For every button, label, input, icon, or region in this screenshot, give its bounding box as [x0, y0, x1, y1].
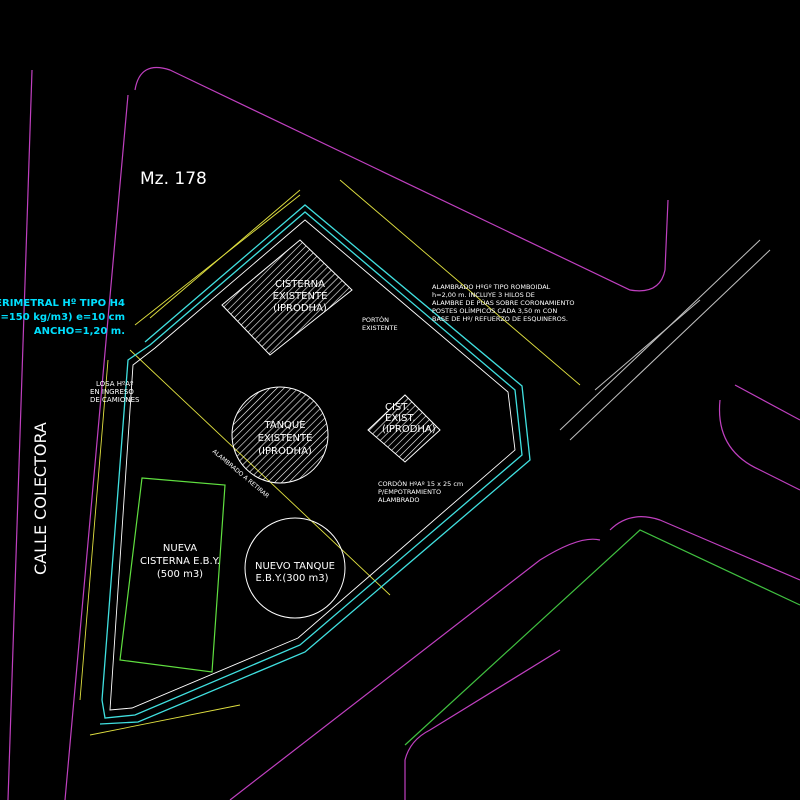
svg-text:EN INGRESO: EN INGRESO	[90, 388, 134, 396]
svg-text:BASE DE Hº/ REFUERZO DE ESQUIN: BASE DE Hº/ REFUERZO DE ESQUINEROS.	[432, 315, 568, 323]
svg-text:LOSA HºAº: LOSA HºAº	[96, 380, 133, 388]
svg-text:ALAMBRADO HºGº TIPO ROMBOIDAL: ALAMBRADO HºGº TIPO ROMBOIDAL	[432, 283, 551, 291]
svg-text:CIST.: CIST.	[385, 402, 409, 413]
svg-text:(IPRODHA): (IPRODHA)	[258, 446, 312, 457]
svg-text:CORDÓN HºAº 15 x 25 cm: CORDÓN HºAº 15 x 25 cm	[378, 479, 463, 488]
svg-text:P/EMPOTRAMIENTO: P/EMPOTRAMIENTO	[378, 488, 441, 496]
porton-note: PORTÓN EXISTENTE	[362, 315, 398, 332]
svg-text:PORTÓN: PORTÓN	[362, 315, 389, 324]
cistern-existing-label: CISTERNA EXISTENTE (IPRODHA)	[273, 279, 328, 314]
block-label: Mz. 178	[140, 169, 207, 189]
svg-text:CISTERNA: CISTERNA	[275, 279, 325, 290]
dimension-lines	[79, 179, 581, 736]
cist-exist-shape	[367, 394, 441, 463]
street-label: CALLE COLECTORA	[31, 422, 50, 575]
svg-text:EXISTENTE: EXISTENTE	[258, 433, 313, 444]
alambrado-note: ALAMBRADO HºGº TIPO ROMBOIDAL h=2,00 m. …	[432, 283, 574, 323]
svg-text:(500 m3): (500 m3)	[157, 569, 203, 580]
svg-text:ALAMBRADO: ALAMBRADO	[378, 496, 420, 504]
new-works	[119, 477, 346, 673]
new-cistern-label: NUEVA CISTERNA E.B.Y. (500 m3)	[140, 543, 220, 580]
fence	[109, 219, 516, 711]
cordon-note: CORDÓN HºAº 15 x 25 cm P/EMPOTRAMIENTO A…	[378, 479, 463, 504]
svg-text:(IPRODHA): (IPRODHA)	[382, 424, 436, 435]
lot-outline	[99, 204, 531, 725]
cistern-existing-shape	[221, 239, 353, 356]
svg-text:E.B.Y.(300 m3): E.B.Y.(300 m3)	[256, 573, 329, 584]
svg-text:NUEVA: NUEVA	[163, 543, 197, 554]
svg-text:(IPRODHA): (IPRODHA)	[273, 303, 327, 314]
green-lines	[404, 529, 800, 746]
svg-text:(cem.=150 kg/m3) e=10 cm: (cem.=150 kg/m3) e=10 cm	[0, 312, 125, 323]
svg-text:TANQUE: TANQUE	[263, 420, 305, 431]
street-lines	[7, 66, 800, 800]
svg-text:h=2,00 m. INCLUYE 3 HILOS DE: h=2,00 m. INCLUYE 3 HILOS DE	[432, 291, 535, 299]
new-tank-label: NUEVO TANQUE E.B.Y.(300 m3)	[255, 561, 335, 584]
tank-existing-shape	[231, 386, 329, 484]
svg-text:ANCHO=1,20 m.: ANCHO=1,20 m.	[34, 326, 125, 337]
svg-text:EXISTENTE: EXISTENTE	[362, 324, 398, 332]
cist-exist-label: CIST. EXIST. (IPRODHA)	[382, 402, 436, 435]
svg-text:DE CAMIONES: DE CAMIONES	[90, 396, 140, 404]
svg-text:EXIST.: EXIST.	[385, 413, 416, 424]
losa-note: LOSA HºAº EN INGRESO DE CAMIONES	[90, 380, 140, 404]
svg-text:EXISTENTE: EXISTENTE	[273, 291, 328, 302]
svg-text:POSTES OLÍMPICOS CADA 3,50 m C: POSTES OLÍMPICOS CADA 3,50 m CON	[432, 306, 557, 315]
tank-existing-label: TANQUE EXISTENTE (IPRODHA)	[258, 420, 313, 457]
svg-text:ALAMBRE DE PÚAS SOBRE CORONAMI: ALAMBRE DE PÚAS SOBRE CORONAMIENTO	[432, 298, 574, 307]
svg-text:CISTERNA E.B.Y.: CISTERNA E.B.Y.	[140, 556, 220, 567]
perimetral-note: PERIMETRAL Hº TIPO H4 (cem.=150 kg/m3) e…	[0, 298, 125, 337]
svg-text:NUEVO TANQUE: NUEVO TANQUE	[255, 561, 335, 572]
svg-text:PERIMETRAL Hº TIPO H4: PERIMETRAL Hº TIPO H4	[0, 298, 125, 309]
road-lines	[559, 239, 771, 441]
